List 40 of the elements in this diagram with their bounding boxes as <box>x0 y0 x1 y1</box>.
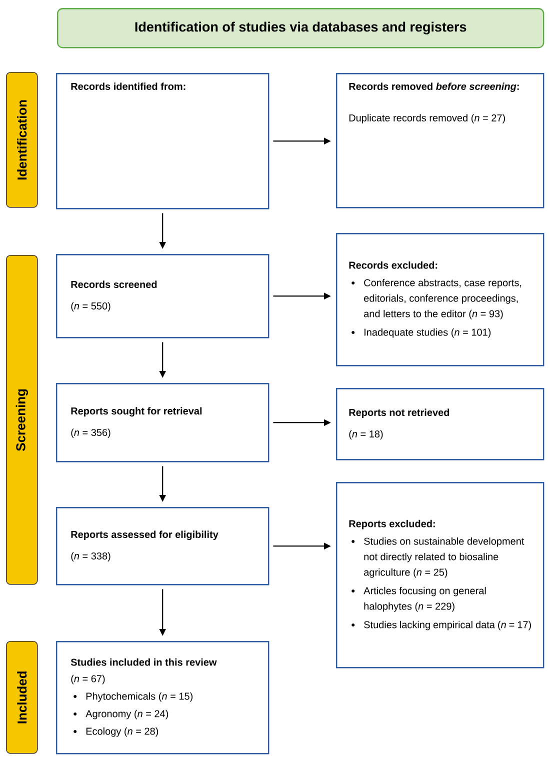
bullet-text: Studies lacking empirical data (n = 17) <box>364 620 531 630</box>
box-heading: Records removed before screening: <box>349 82 519 92</box>
flow-box <box>336 233 544 366</box>
flow-box <box>56 383 270 462</box>
box-heading: Studies included in this review <box>70 658 217 666</box>
box-text: (n = 67) <box>71 674 105 684</box>
box-heading: Reports sought for retrieval <box>71 407 202 417</box>
flow-box <box>336 388 544 460</box>
bullet-text: Phytochemicals (n = 15) <box>86 692 193 702</box>
header-title: Identification of studies via databases and registers <box>135 22 466 34</box>
tab-label: Included <box>17 672 27 724</box>
tab-label: Screening <box>16 389 28 451</box>
bullet-text: Agronomy (n = 24) <box>86 710 168 720</box>
box-text: (n = 550) <box>71 302 110 312</box>
box-heading: Reports excluded: <box>349 520 435 530</box>
flow-box <box>336 482 544 668</box>
phase-tab <box>6 641 38 754</box>
phase-tab <box>6 255 38 585</box>
bullet-text: Articles focusing on general halophytes (n = 229) <box>364 586 486 612</box>
flow-box <box>336 73 544 208</box>
bullet-text: Inadequate studies (n = 101) <box>364 328 491 338</box>
box-heading: Records screened <box>71 280 157 288</box>
bullet-text: Ecology (n = 28) <box>86 727 158 737</box>
tab-label: Identification <box>17 100 27 180</box>
box-heading: Records identified from: <box>71 82 186 90</box>
box-heading: Records excluded: <box>349 261 438 269</box>
box-text: (n = 338) <box>71 552 110 562</box>
flow-box <box>56 73 270 210</box>
flow-box <box>56 641 270 754</box>
box-heading: Reports not retrieved <box>349 408 450 418</box>
flow-box <box>56 254 270 338</box>
header-band <box>57 8 544 48</box>
box-text: (n = 356) <box>71 428 110 438</box>
bullet-text: Conference abstracts, case reports, editorials, conference proceedings, and letters to the editor (n = 93) <box>364 278 522 320</box>
box-text: Duplicate records removed (n = 27) <box>349 114 505 124</box>
box-heading: Reports assessed for eligibility <box>71 530 218 540</box>
phase-tab <box>6 72 38 208</box>
bullet-text: Studies on sustainable development not directly related to biosaline agriculture (n = 25) <box>364 537 524 578</box>
box-text: (n = 18) <box>349 430 383 440</box>
flow-box <box>56 506 270 586</box>
